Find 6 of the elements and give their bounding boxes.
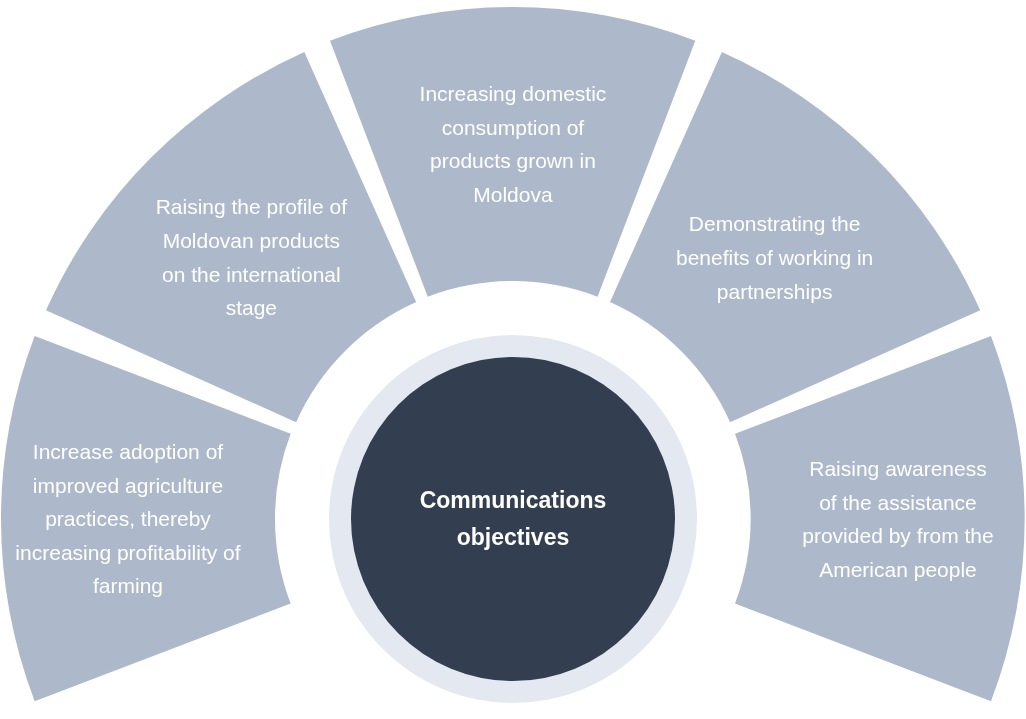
- center-title: Communications objectives: [418, 486, 608, 552]
- objective-text: Raising the profile of Moldovan products on the international stage: [154, 194, 349, 321]
- objective-text: Increase adoption of improved agriculture practices, thereby increasing profitability of farming: [14, 439, 242, 600]
- objective-text: Raising awareness of the assistance provided by from the American people: [801, 455, 995, 583]
- objective-text: Increasing domestic consumption of products grown in Moldova: [418, 80, 608, 208]
- objective-text: Demonstrating the benefits of working in partnerships: [674, 210, 875, 305]
